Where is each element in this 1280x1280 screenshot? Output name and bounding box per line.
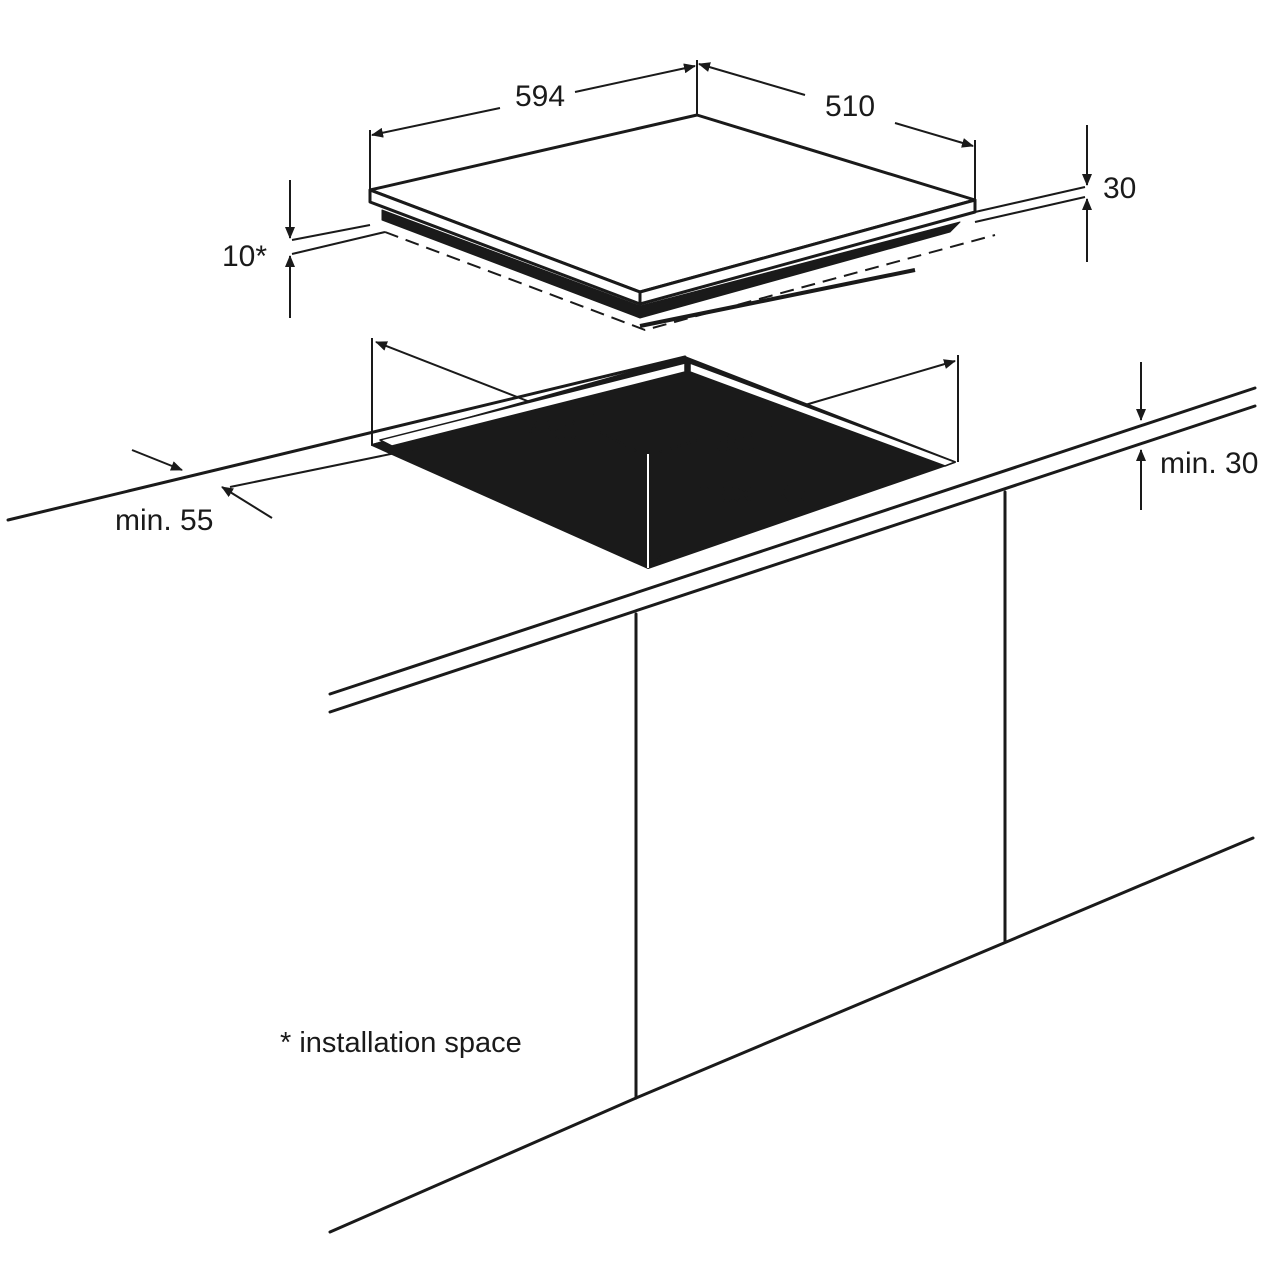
hob-ref-line-left-b [291, 231, 386, 255]
cutout-opening [371, 356, 956, 569]
cutout-right-wall [689, 362, 956, 467]
hob-width-label: 594 [515, 80, 565, 113]
hob-height-label: 30 [1103, 172, 1136, 205]
cutout-width-label: 560+1 [706, 421, 779, 459]
depth-arrow-right [894, 122, 974, 148]
worktop-front-edge-lower [328, 404, 1257, 714]
hob-ref-line-left-a [291, 224, 371, 241]
floor-line [328, 1096, 638, 1234]
hob-dimensions [285, 60, 1092, 318]
radius-leader-arrow [651, 497, 689, 563]
width-arrow-right [574, 63, 696, 93]
worktop-back-edge-left [6, 355, 687, 522]
hob-underside-body [381, 209, 961, 319]
front-distance-arrow-b [221, 486, 273, 519]
cutout-back-wall [379, 362, 686, 447]
installation-space-note: * installation space [280, 1027, 522, 1059]
hob [291, 113, 1086, 331]
cabinet-bottom-edge [634, 836, 1255, 1100]
front-distance-arrow-a [131, 449, 183, 471]
hob-top-surface [368, 113, 977, 294]
depth-leader-arrow [599, 431, 637, 452]
cutout-depth-label: 480+1 [528, 409, 601, 447]
hob-ref-line-right-b [974, 196, 1086, 223]
front-distance-leader [229, 447, 421, 488]
cutout-dimensions [131, 338, 1146, 563]
front-distance-label: min. 55 [115, 504, 213, 537]
width-arrow-left [371, 107, 501, 138]
cutout-width-tolerance: +1 [756, 421, 779, 443]
width-leader-arrow [659, 439, 699, 454]
cabinet [328, 490, 1255, 1234]
cutout-depth-value: 480 [528, 414, 578, 447]
worktop-front-edge-upper [328, 386, 1257, 696]
hob-bottom-strip [639, 268, 916, 328]
installation-space-dashed [384, 231, 996, 331]
depth-arrow-left [698, 62, 806, 96]
worktop-thickness-label: min. 30 [1160, 447, 1258, 480]
corner-radius-label: max. R5 [695, 476, 807, 509]
installation-gap-label: 10* [222, 240, 267, 273]
hob-ref-line-right-a [974, 186, 1086, 213]
cutout-width-arrow [804, 359, 956, 406]
cutout-width-value: 560 [706, 426, 756, 459]
cutout-depth-arrow [375, 341, 531, 403]
cutout-depth-tolerance: +1 [578, 409, 601, 431]
cutout [371, 356, 956, 569]
hob-depth-label: 510 [825, 90, 875, 123]
